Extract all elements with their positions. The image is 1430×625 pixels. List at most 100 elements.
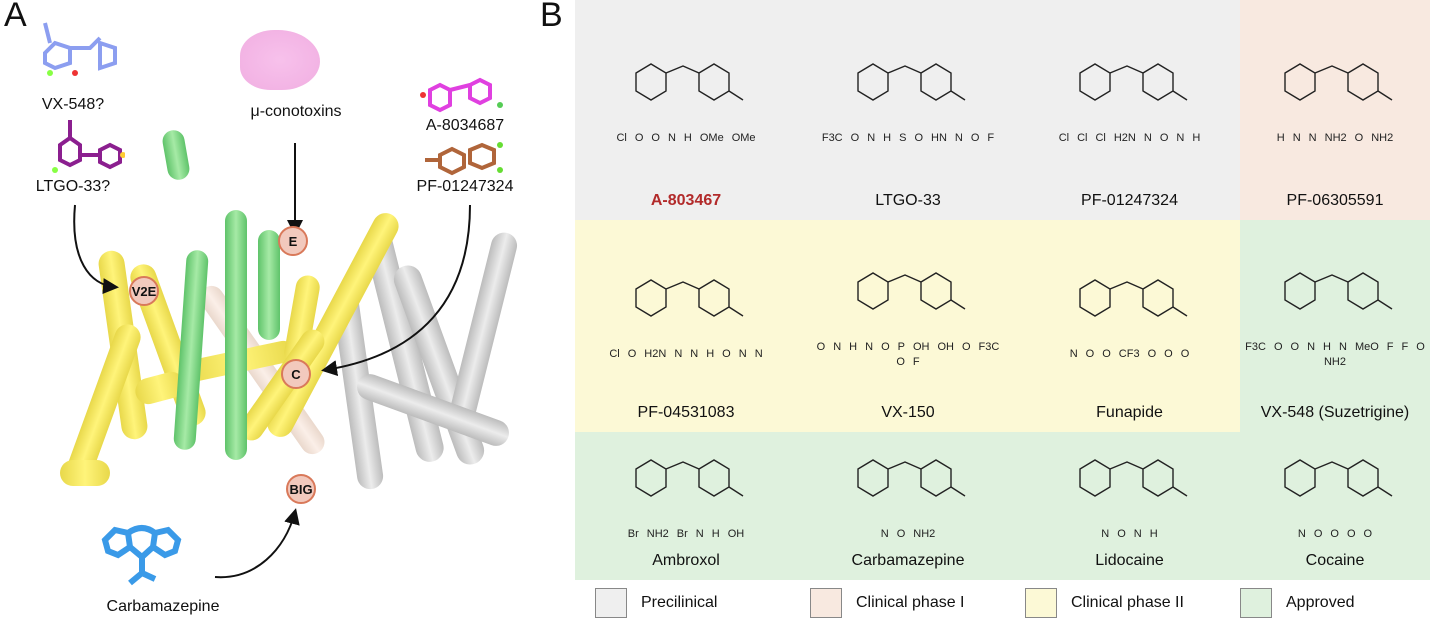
atom-label: F bbox=[1386, 340, 1394, 353]
atom-label: O bbox=[896, 355, 905, 368]
atom-label: O bbox=[881, 340, 890, 353]
atom-label: O bbox=[1164, 348, 1173, 360]
panel-a-letter: A bbox=[4, 0, 27, 34]
atom-label: N bbox=[1101, 528, 1110, 540]
atom-label: O bbox=[1354, 132, 1364, 144]
atom-label: CF3 bbox=[1118, 348, 1140, 360]
legend-label: Clinical phase II bbox=[1071, 594, 1184, 611]
chemical-structure-drawing bbox=[635, 63, 744, 101]
atom-label: H bbox=[1276, 132, 1285, 144]
atom-label: Cl bbox=[616, 132, 627, 144]
chemical-structure-drawing bbox=[1078, 459, 1187, 497]
compound-name: PF-01247324 bbox=[1081, 192, 1178, 209]
atom-label: Br bbox=[627, 528, 639, 540]
atom-label: Br bbox=[676, 528, 688, 540]
atom-label: Cl bbox=[1095, 132, 1106, 144]
atom-label: N bbox=[867, 132, 876, 144]
chemical-structure-drawing bbox=[1284, 271, 1393, 310]
atom-label: H bbox=[711, 528, 720, 540]
atom-label: N bbox=[1297, 528, 1306, 540]
label-carbamazepine: Carbamazepine bbox=[106, 598, 220, 615]
chemical-structure-drawing bbox=[635, 459, 744, 497]
atom-label: H2N bbox=[1113, 132, 1136, 144]
atom-label: N bbox=[1308, 132, 1317, 144]
chemical-structure-drawing bbox=[1078, 279, 1187, 317]
atom-label: O bbox=[1346, 528, 1356, 540]
atom-label: N bbox=[833, 340, 842, 353]
atom-label: HN bbox=[931, 132, 947, 144]
pf01247324-ligand-model bbox=[425, 142, 503, 176]
carbamazepine-ligand-model bbox=[101, 525, 182, 586]
atom-label: NH2 bbox=[913, 528, 936, 540]
compound-name: VX-548 (Suzetrigine) bbox=[1260, 404, 1410, 421]
legend-swatch bbox=[595, 588, 627, 618]
chemical-structure-drawing bbox=[857, 271, 966, 310]
atom-label: N bbox=[674, 348, 683, 360]
atom-label: F3C bbox=[978, 340, 1000, 353]
compound-name: VX-150 bbox=[881, 404, 935, 421]
atom-label: N bbox=[754, 348, 763, 360]
atom-label: O bbox=[1290, 340, 1300, 353]
compound-name: Lidocaine bbox=[1095, 552, 1164, 569]
atom-label: P bbox=[897, 340, 905, 353]
atom-label: O bbox=[1330, 528, 1339, 540]
atom-label: O bbox=[634, 132, 644, 144]
legend-item: Clinical phase I bbox=[810, 588, 1025, 618]
atom-label: O bbox=[627, 348, 637, 360]
label-a803: A-8034687 bbox=[425, 117, 505, 134]
atom-label: O bbox=[914, 132, 923, 144]
label-pf012: PF-01247324 bbox=[416, 178, 514, 195]
atom-label: H bbox=[1192, 132, 1201, 144]
atom-label: F bbox=[1401, 340, 1409, 353]
legend-item: Clinical phase II bbox=[1025, 588, 1240, 618]
legend-item: Approved bbox=[1240, 588, 1430, 618]
binding-arrows bbox=[73, 143, 471, 579]
atom-label: O bbox=[1180, 348, 1190, 360]
compound-name: Carbamazepine bbox=[851, 552, 965, 569]
atom-label: N bbox=[1338, 340, 1347, 353]
chemical-structure-drawing bbox=[1284, 459, 1393, 497]
atom-label: N bbox=[1143, 132, 1152, 144]
atom-label: N bbox=[667, 132, 676, 144]
atom-label: H bbox=[683, 132, 692, 144]
compound-name: Ambroxol bbox=[652, 552, 720, 569]
conotoxin-blob bbox=[240, 30, 320, 90]
legend-swatch bbox=[1240, 588, 1272, 618]
compound-name: LTGO-33 bbox=[875, 192, 941, 209]
label-conotoxins: μ-conotoxins bbox=[250, 103, 342, 120]
legend-label: Clinical phase I bbox=[856, 594, 965, 611]
atom-label: S bbox=[899, 132, 907, 144]
atom-label: N bbox=[865, 340, 874, 353]
atom-label: N bbox=[738, 348, 747, 360]
chemical-structure-drawing bbox=[1284, 63, 1393, 101]
legend-label: Approved bbox=[1286, 594, 1355, 611]
atom-label: O bbox=[1313, 528, 1323, 540]
chemical-structure-drawing bbox=[1078, 63, 1187, 101]
atom-label: H bbox=[883, 132, 892, 144]
